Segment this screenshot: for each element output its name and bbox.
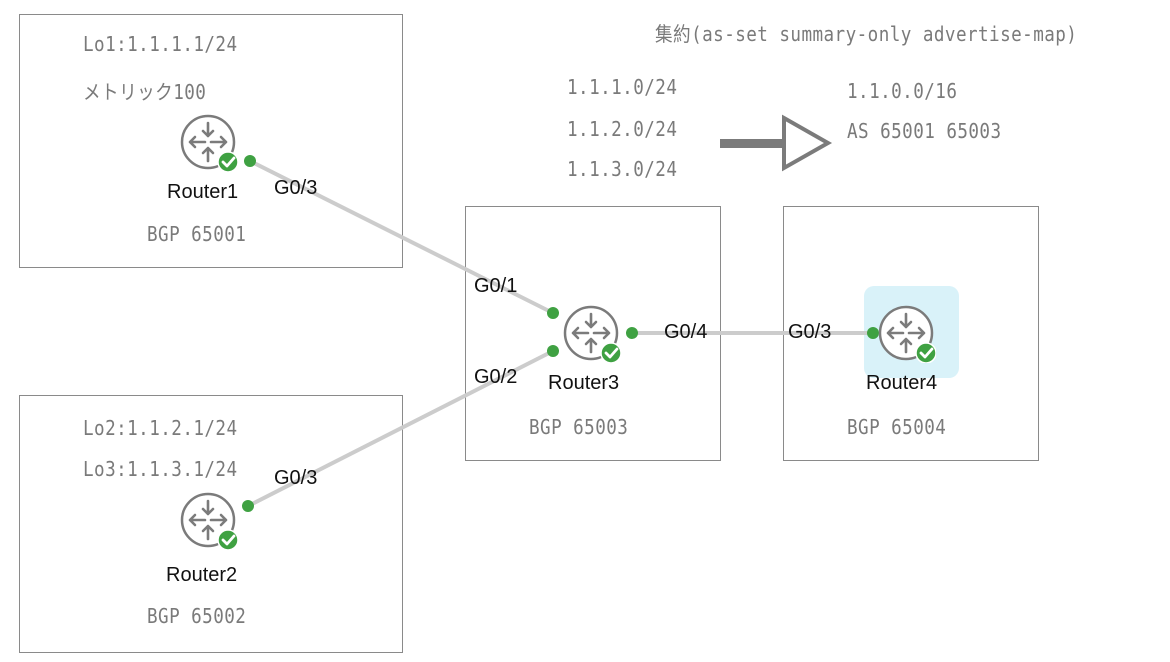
checkmark-icon [221, 156, 236, 168]
output-prefix: 1.1.0.0/16 [847, 79, 958, 103]
router-icon-router4[interactable] [876, 303, 936, 363]
status-ok-icon [915, 342, 936, 363]
checkmark-icon [221, 534, 236, 546]
router-name-router2[interactable]: Router2 [166, 564, 238, 586]
summary-title: 集約(as-set summary-only advertise-map) [655, 22, 1078, 46]
input-prefix-1: 1.1.1.0/24 [567, 75, 678, 99]
r2-loopback3-note: Lo3:1.1.3.1/24 [83, 457, 238, 481]
r1-as-label: BGP 65001 [147, 222, 247, 246]
r2-as-label: BGP 65002 [147, 604, 247, 628]
router-arrows-icon [188, 121, 228, 163]
r1-metric-note: メトリック100 [83, 80, 207, 104]
port-dot-router4-g0-3[interactable] [867, 327, 879, 339]
port-dot-router1-g0-3[interactable] [244, 155, 256, 167]
link-router2-router3[interactable] [247, 349, 554, 508]
router-name-router4[interactable]: Router4 [866, 372, 938, 394]
port-label-router3-g0-4: G0/4 [664, 321, 708, 343]
port-label-router3-g0-1: G0/1 [474, 275, 518, 297]
port-label-router2-g0-3: G0/3 [274, 467, 318, 489]
output-as-path: AS 65001 65003 [847, 119, 1002, 143]
link-router1-router3[interactable] [249, 159, 554, 315]
router-icon-router2[interactable] [178, 490, 238, 550]
status-ok-icon [600, 342, 621, 363]
port-dot-router3-g0-1[interactable] [547, 307, 559, 319]
router-arrows-icon [886, 312, 926, 354]
status-ok-icon [217, 151, 238, 172]
input-prefix-3: 1.1.3.0/24 [567, 157, 678, 181]
checkmark-icon [919, 347, 934, 359]
checkmark-icon [604, 347, 619, 359]
router-icon-router1[interactable] [178, 112, 238, 172]
router-arrows-icon [571, 312, 611, 354]
router-name-router1[interactable]: Router1 [167, 181, 239, 203]
port-label-router1-g0-3: G0/3 [274, 177, 318, 199]
r2-loopback2-note: Lo2:1.1.2.1/24 [83, 416, 238, 440]
port-dot-router3-g0-2[interactable] [547, 345, 559, 357]
router-name-router3[interactable]: Router3 [548, 372, 620, 394]
port-dot-router3-g0-4[interactable] [626, 327, 638, 339]
hollow-arrow-right-icon [720, 114, 833, 172]
r1-loopback-note: Lo1:1.1.1.1/24 [83, 32, 238, 56]
router-arrows-icon [188, 499, 228, 541]
r3-as-label: BGP 65003 [529, 415, 629, 439]
port-dot-router2-g0-3[interactable] [242, 500, 254, 512]
port-label-router3-g0-2: G0/2 [474, 366, 518, 388]
router-icon-router3[interactable] [561, 303, 621, 363]
r4-as-label: BGP 65004 [847, 415, 947, 439]
input-prefix-2: 1.1.2.0/24 [567, 117, 678, 141]
status-ok-icon [217, 529, 238, 550]
port-label-router4-g0-3: G0/3 [788, 321, 832, 343]
